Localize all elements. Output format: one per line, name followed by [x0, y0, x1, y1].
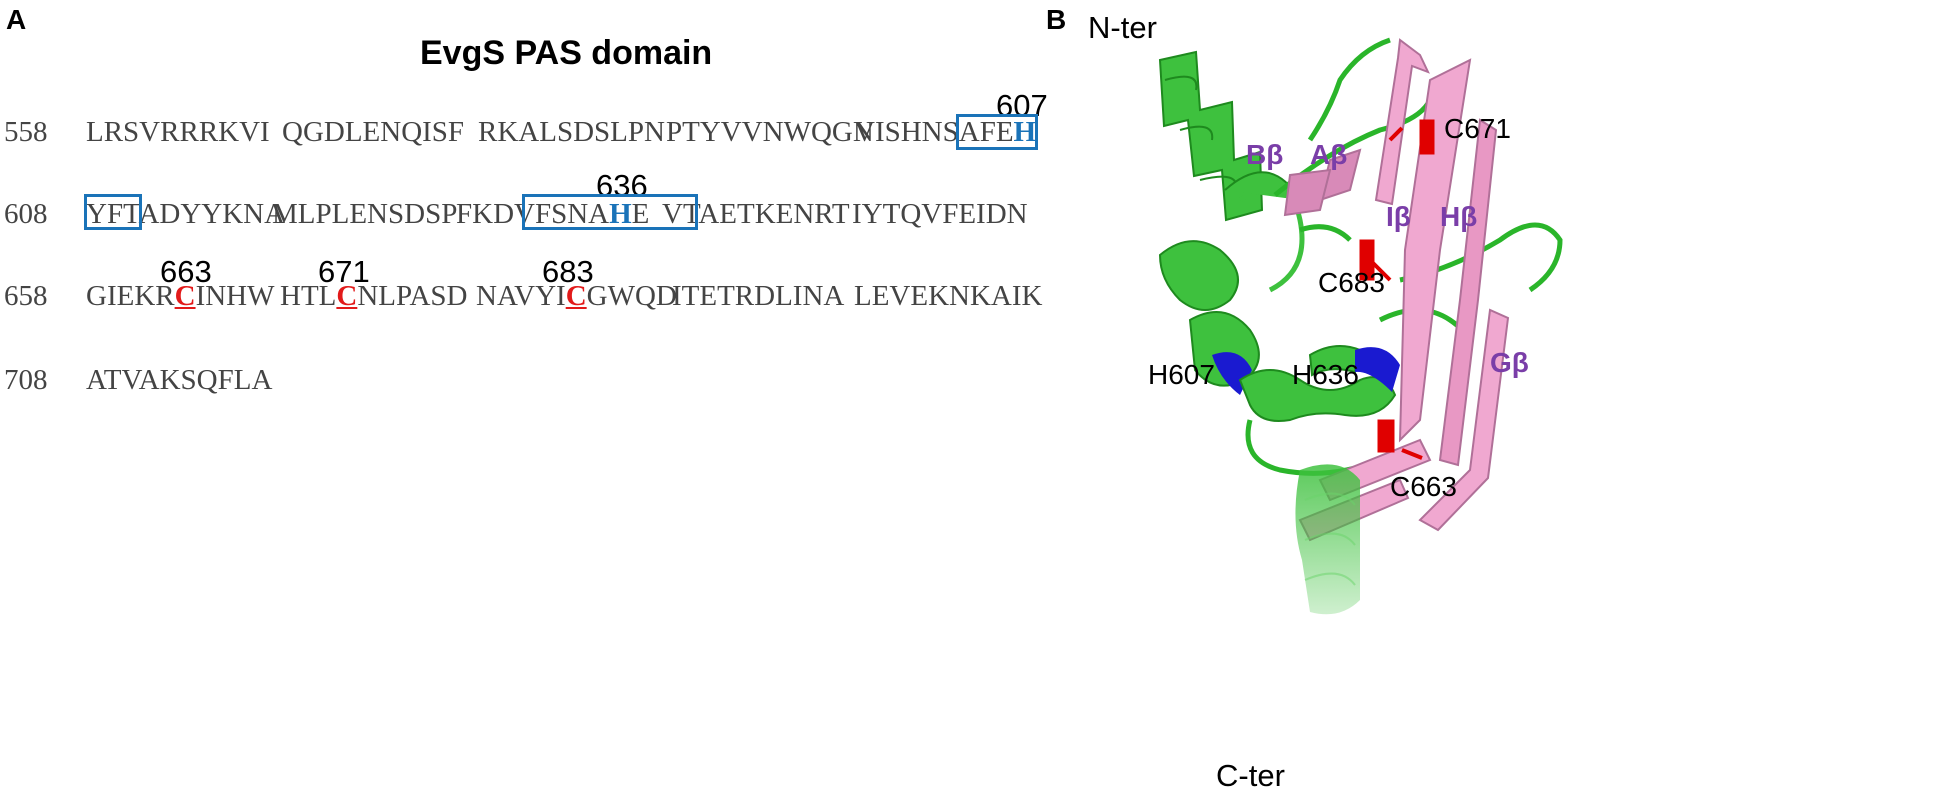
row-start-658: 658 — [4, 280, 48, 312]
residue-label-h607: H607 — [1148, 359, 1215, 390]
cysteine-683: C — [565, 280, 587, 312]
seq-block: YFTADYYKNA — [86, 198, 286, 230]
seq-block: ITETRDLINA — [672, 280, 845, 312]
seq-segment: GWQD — [586, 280, 677, 312]
cysteine-sites — [1359, 119, 1435, 460]
c-terminal-helix — [1295, 464, 1360, 615]
strand-label-h: Hβ — [1440, 201, 1477, 232]
row-start-558: 558 — [4, 116, 48, 148]
seq-block: LEVEKNKAIK — [854, 280, 1043, 312]
histidine-636-site — [1355, 347, 1400, 392]
seq-segment: NAVYI — [476, 280, 566, 312]
strand-label-b: Bβ — [1246, 139, 1283, 170]
position-label-607: 607 — [996, 88, 1048, 123]
seq-segment: E — [631, 198, 650, 230]
seq-block: NAVYICGWQD — [476, 280, 677, 313]
seq-block: HTLCNLPASD — [280, 280, 467, 313]
motif-box — [956, 114, 1038, 150]
strand-label-a: Aβ — [1310, 139, 1347, 170]
n-terminus-label: N-ter — [1088, 10, 1157, 45]
residue-label-c683: C683 — [1318, 267, 1385, 298]
seq-block: LRSVRRRKVI — [86, 116, 270, 148]
strand-label-i: Iβ — [1386, 201, 1411, 232]
position-label-683: 683 — [542, 254, 594, 289]
seq-segment: HTL — [280, 280, 337, 312]
seq-block: GIEKRCINHW — [86, 280, 274, 313]
residue-label-c663: C663 — [1390, 471, 1457, 502]
position-label-636: 636 — [596, 168, 648, 203]
seq-block: RKALSDSLPN — [478, 116, 665, 148]
seq-block: VTAETKENRT — [662, 198, 850, 230]
seq-block: QGDLENQISF — [282, 116, 465, 148]
strand-label-g: Gβ — [1490, 347, 1529, 378]
seq-segment: INHW — [195, 280, 275, 312]
motif-box — [522, 194, 698, 230]
seq-segment: AFE — [958, 116, 1014, 148]
row-start-708: 708 — [4, 364, 48, 396]
position-label-663: 663 — [160, 254, 212, 289]
seq-segment: NLPASD — [357, 280, 468, 312]
seq-segment: FKDVFSNA — [456, 198, 610, 230]
cysteine-663: C — [174, 280, 196, 312]
seq-block: ATVAKSQFLA — [86, 364, 273, 396]
central-helix — [1158, 171, 1305, 387]
panel-a-label: A — [6, 4, 27, 35]
motif-box — [84, 194, 142, 230]
lower-helix — [1238, 345, 1397, 422]
seq-segment: GIEKR — [86, 280, 175, 312]
row-start-608: 608 — [4, 198, 48, 230]
cysteine-671: C — [336, 280, 358, 312]
position-label-671: 671 — [318, 254, 370, 289]
seq-block: IYTQVFEIDN — [852, 198, 1028, 230]
figure-title: EvgS PAS domain — [420, 34, 713, 72]
histidine-607: H — [1013, 116, 1037, 148]
seq-block: MLPLENSDSP — [272, 198, 458, 230]
seq-block: VISHNSAFEH — [854, 116, 1036, 149]
residue-label-c671: C671 — [1444, 113, 1511, 144]
c-terminus-label: C-ter — [1216, 758, 1285, 793]
residue-label-h636: H636 — [1292, 359, 1359, 390]
seq-block: FKDVFSNAHE — [456, 198, 649, 231]
histidine-636: H — [609, 198, 632, 230]
seq-block: PTYVVNWQGN — [666, 116, 874, 148]
seq-segment: VISHNS — [854, 116, 959, 148]
panel-b-label: B — [1046, 4, 1067, 35]
